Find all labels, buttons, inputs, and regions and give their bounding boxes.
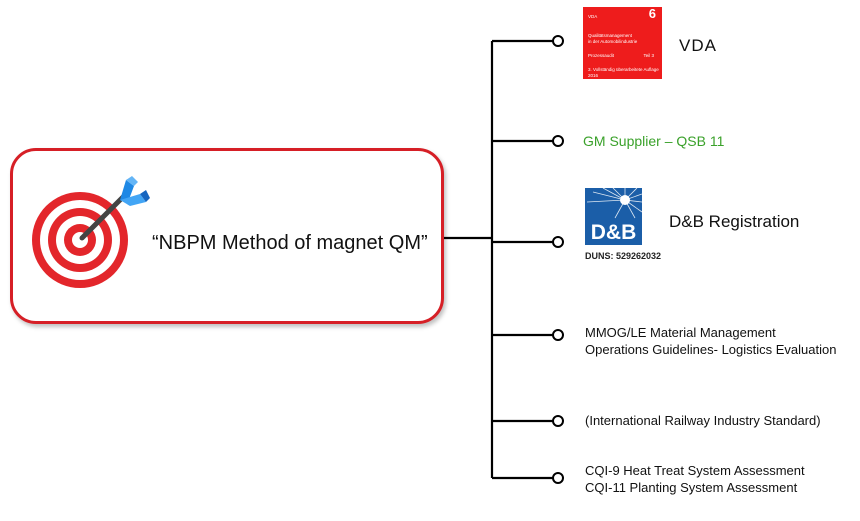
mmog-line2: Operations Guidelines- Logistics Evaluat… bbox=[585, 342, 837, 357]
db-registration-label: D&B Registration bbox=[669, 212, 800, 231]
node-mmog bbox=[552, 329, 564, 341]
db-logo: D&B bbox=[585, 188, 642, 245]
vda-book-title-line2: in der Automobilindustrie bbox=[588, 39, 638, 44]
vda-book-footer: 3. Vollständig überarbeitete Auflage 201… bbox=[588, 67, 659, 78]
cqi-line1: CQI-9 Heat Treat System Assessment bbox=[585, 463, 805, 478]
node-db bbox=[552, 236, 564, 248]
duns-number: DUNS: 529262032 bbox=[585, 251, 662, 261]
node-iris bbox=[552, 415, 564, 427]
cqi-line2: CQI-11 Planting System Assessment bbox=[585, 480, 798, 495]
gm-supplier-label: GM Supplier – QSB 11 bbox=[583, 133, 725, 149]
node-gm bbox=[552, 135, 564, 147]
iris-label: (International Railway Industry Standard… bbox=[585, 413, 821, 428]
vda-book-title-line1: Qualitätsmanagement bbox=[588, 33, 633, 38]
target-dart-icon bbox=[32, 176, 150, 288]
vda-label: VDA bbox=[679, 36, 717, 55]
vda-book-header: VDA bbox=[588, 14, 598, 19]
center-title: “NBPM Method of magnet QM” bbox=[152, 232, 428, 254]
vda-book-number: 6 bbox=[648, 6, 656, 21]
vda-book-subtitle: Prozessaudit bbox=[588, 53, 615, 58]
node-vda bbox=[552, 35, 564, 47]
mmog-line1: MMOG/LE Material Management bbox=[585, 325, 776, 340]
vda-book-cover: VDA 6 Qualitätsmanagement in der Automob… bbox=[583, 7, 662, 79]
vda-book-part: Teil 3 bbox=[643, 53, 654, 58]
db-logo-text: D&B bbox=[591, 221, 637, 244]
node-cqi bbox=[552, 472, 564, 484]
